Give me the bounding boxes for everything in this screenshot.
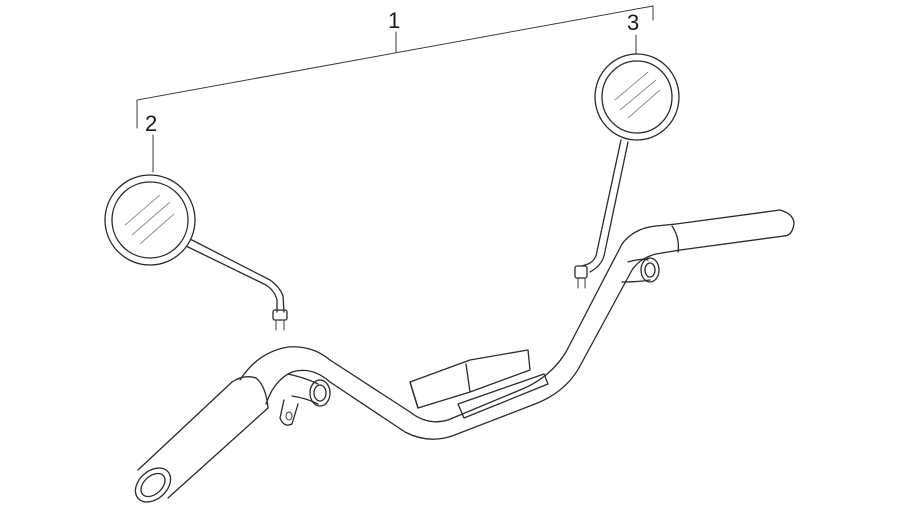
callout-number-3: 3 — [627, 10, 639, 35]
handlebar — [134, 209, 795, 503]
left-mirror — [104, 174, 288, 331]
callout-number-1: 1 — [388, 8, 400, 33]
right-mirror — [574, 53, 680, 289]
assembly-bracket — [136, 5, 654, 129]
callout-number-2: 2 — [145, 111, 157, 136]
